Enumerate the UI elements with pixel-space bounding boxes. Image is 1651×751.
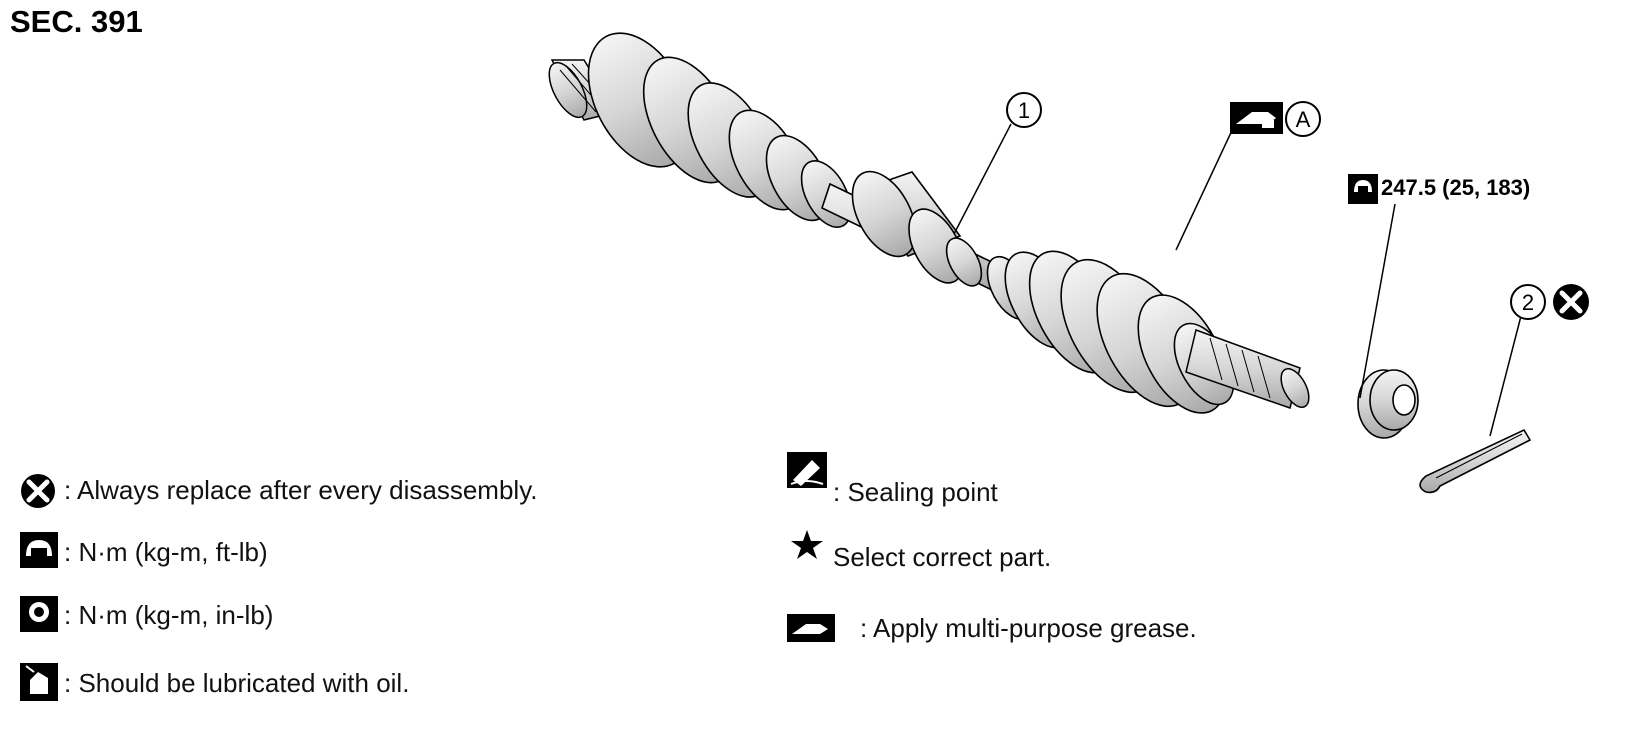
legend-torque-ftlb-text: : N·m (kg-m, ft-lb) (64, 537, 268, 567)
wrench-icon (20, 532, 58, 568)
grease-gun-icon (787, 614, 835, 642)
section-title: SEC. 391 (10, 4, 143, 39)
legend-oil-text: : Should be lubricated with oil. (64, 668, 410, 698)
legend-torque-inlb-text: : N·m (kg-m, in-lb) (64, 600, 274, 630)
replace-x-icon (21, 474, 55, 508)
star-icon (791, 530, 823, 559)
callout-1-label: 1 (1018, 98, 1030, 123)
wrench-filled-icon (20, 596, 58, 632)
wrench-icon (1348, 174, 1378, 204)
callout-a-label: A (1296, 107, 1311, 132)
nut-torque-value: 247.5 (25, 183) (1381, 175, 1531, 200)
callout-2-circle (1510, 284, 1546, 320)
sealant-icon (787, 452, 827, 488)
hub-nut (1357, 369, 1419, 439)
callout-1-circle (1006, 92, 1042, 128)
legend-select-text: Select correct part. (833, 542, 1052, 572)
cotter-pin (1419, 428, 1532, 494)
outer-cv-joint (986, 250, 1235, 414)
legend-replace-text: : Always replace after every disassembly… (64, 475, 538, 505)
replace-x-icon (1553, 284, 1589, 320)
center-shaft (821, 170, 1001, 292)
outer-spline-stub (1185, 329, 1310, 409)
callout-2-label: 2 (1522, 290, 1534, 315)
inner-cv-joint (587, 32, 852, 228)
oil-can-icon (20, 663, 58, 701)
legend-sealing-text: : Sealing point (833, 477, 998, 507)
legend-grease-text: : Apply multi-purpose grease. (860, 613, 1197, 643)
leader-lines (953, 123, 1522, 437)
grease-gun-icon (1230, 102, 1283, 134)
callout-a-circle (1285, 101, 1321, 137)
